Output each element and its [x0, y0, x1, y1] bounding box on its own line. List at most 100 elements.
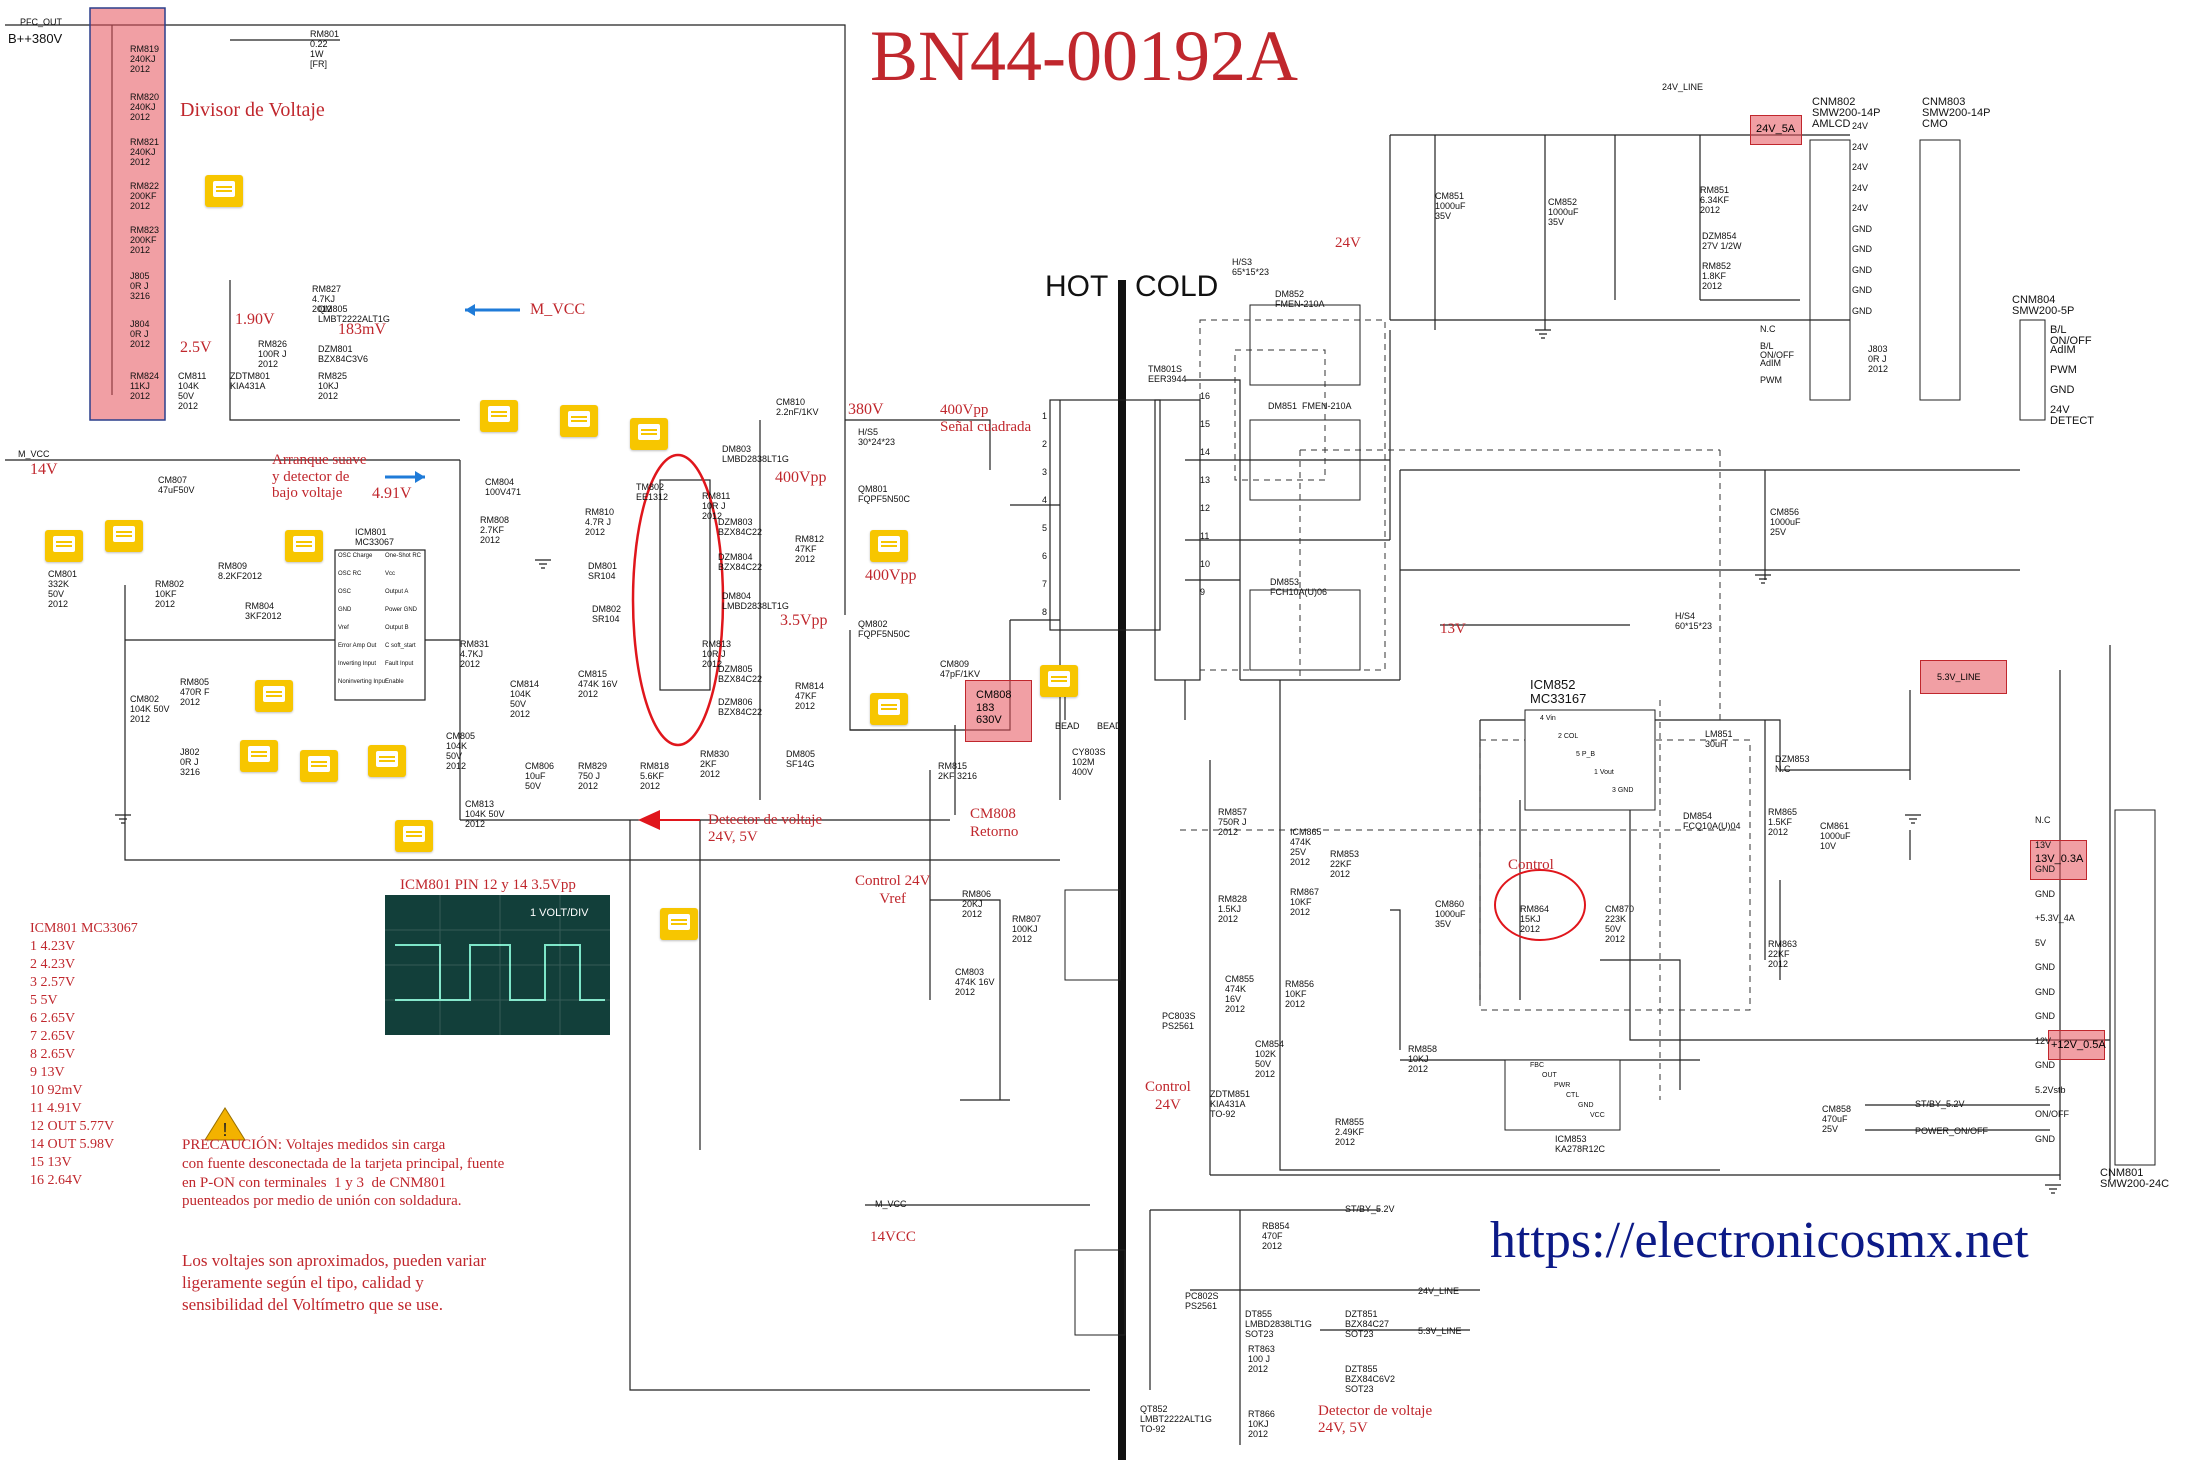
- hot-label: HOT: [1045, 270, 1109, 303]
- cnm802-pin: 24V: [1852, 162, 1869, 172]
- website-link[interactable]: https://electronicosmx.net: [1490, 1212, 2029, 1269]
- highlight-12v: +12V_0.5A: [2048, 1030, 2106, 1060]
- tm801-pin: 8: [1042, 607, 1048, 617]
- cnm801-pin: 5V: [2035, 937, 2047, 948]
- tm801-pin: 15: [1200, 419, 1211, 429]
- label-dm854: DM854 FCQ10A(U)04: [1683, 811, 1741, 831]
- label-rm805: RM805 470R F 2012: [180, 677, 210, 707]
- icm852-pin: 4 Vin: [1540, 715, 1556, 722]
- icm801-pin: Enable: [385, 679, 404, 685]
- label-zdtm851: ZDTM851 KIA431A TO-92: [1210, 1089, 1251, 1119]
- annotation-183mv: 183mV: [338, 321, 386, 338]
- label-cm804: CM804 100V471: [485, 477, 522, 497]
- note-icon[interactable]: [205, 175, 243, 207]
- label-cy803s: CY803S 102M 400V: [1072, 747, 1106, 777]
- label-dzm803: DZM803 BZX84C22: [718, 517, 763, 537]
- annotation-400vpp-b: 400Vpp: [865, 567, 917, 584]
- tm801-pin: 6: [1042, 551, 1048, 561]
- label-rm802: RM802 10KF 2012: [155, 579, 185, 609]
- label-cm814: CM814 104K 50V 2012: [510, 679, 540, 719]
- tm801-pin: 11: [1200, 531, 1210, 541]
- label-lm851: LM851 30uH: [1705, 729, 1733, 749]
- annotation-14vcc: 14VCC: [870, 1229, 916, 1245]
- note-icon[interactable]: [660, 908, 698, 940]
- note-icon[interactable]: [255, 680, 293, 712]
- tm801-pin: 14: [1200, 447, 1211, 457]
- label-rm824: RM824 11KJ 2012: [130, 371, 160, 401]
- note-icon[interactable]: [105, 520, 143, 552]
- note-icon[interactable]: [300, 750, 338, 782]
- cnm802-pin: GND: [1852, 244, 1872, 254]
- note-icon[interactable]: [480, 400, 518, 432]
- note-icon[interactable]: [240, 740, 278, 772]
- note-icon[interactable]: [560, 405, 598, 437]
- pin-voltage-item: 3 2.57V: [30, 975, 76, 990]
- cnm804-pin: AdIM: [2050, 344, 2076, 356]
- cnm802-pin: GND: [1852, 305, 1872, 316]
- note-icon[interactable]: [395, 820, 433, 852]
- label-rm818: RM818 5.6KF 2012: [640, 761, 670, 791]
- icm801-pin: OSC Charge: [338, 553, 373, 559]
- label-cm806: CM806 10uF 50V: [525, 761, 555, 791]
- pin-voltage-item: 15 13V: [30, 1155, 72, 1170]
- note-icon[interactable]: [1040, 665, 1078, 697]
- label-cm815: CM815 474K 16V 2012: [578, 669, 618, 699]
- label-power-onoff: POWER_ON/OFF: [1915, 1126, 1989, 1136]
- label-cm860: CM860 1000uF 35V: [1435, 899, 1466, 929]
- label-qm802: QM802 FQPF5N50C: [858, 619, 911, 639]
- highlight-13v: 13V_0.3A: [2030, 840, 2087, 880]
- label-cm861: CM861 1000uF 10V: [1820, 821, 1851, 851]
- label-j802: J802 0R J 3216: [180, 747, 201, 777]
- annotation-detector-2: Detector de voltaje 24V, 5V: [1318, 1403, 1433, 1437]
- note-icon[interactable]: [368, 745, 406, 777]
- label-rm853: RM853 22KF 2012: [1330, 849, 1360, 879]
- icm801-pin: Fault Input: [385, 661, 414, 667]
- label-mvcc-net: M_VCC: [18, 449, 50, 459]
- label-rm865: RM865 1.5KF 2012: [1768, 807, 1798, 837]
- label-rb854: RB854 470F 2012: [1262, 1221, 1290, 1251]
- label-pfc: PFC_OUT: [20, 17, 63, 27]
- note-icon[interactable]: [870, 693, 908, 725]
- label-rm819: RM819 240KJ 2012: [130, 44, 160, 74]
- label-rm820: RM820 240KJ 2012: [130, 92, 160, 122]
- label-rm858: RM858 10KJ 2012: [1408, 1044, 1438, 1074]
- pin-voltage-item: 5 5V: [30, 993, 58, 1008]
- label-rm813: RM813 10R J 2012: [702, 639, 732, 669]
- aproximado-note: Los voltajes son aproximados, pueden var…: [182, 1251, 487, 1315]
- icm801-pin: Error Amp Out: [338, 643, 377, 649]
- icm801-pin: OSC: [338, 589, 352, 595]
- icm852-pin: 3 GND: [1612, 787, 1634, 794]
- label-rm855: RM855 2.49KF 2012: [1335, 1117, 1365, 1147]
- scope-scale: 1 VOLT/DIV: [530, 907, 589, 919]
- cnm802-side-label: B/L ON/OFF: [1760, 341, 1794, 360]
- icm853-pin: VCC: [1590, 1112, 1605, 1119]
- annotation-400vpp-square: 400Vpp Señal cuadrada: [940, 402, 1032, 436]
- cold-label: COLD: [1135, 270, 1219, 303]
- label-rm810: RM810 4.7R J 2012: [585, 507, 615, 537]
- label-rm864: RM864 15KJ 2012: [1520, 904, 1550, 934]
- label-line24: 24V_LINE: [1662, 82, 1704, 92]
- label-dzt851: DZT851 BZX84C27 SOT23: [1345, 1309, 1390, 1339]
- label-cm803: CM803 474K 16V 2012: [955, 967, 995, 997]
- note-icon[interactable]: [45, 530, 83, 562]
- cnm801-pin: GND: [2035, 962, 2055, 972]
- note-icon[interactable]: [870, 530, 908, 562]
- label-dm851: DM851 FMEN-210A: [1268, 401, 1352, 411]
- annotation-400vpp-a: 400Vpp: [775, 469, 827, 486]
- cnm802-pin: GND: [1852, 264, 1872, 275]
- icm801-pin: Power GND: [385, 607, 418, 613]
- note-icon[interactable]: [630, 418, 668, 450]
- icm801-pin: One-Shot RC: [385, 553, 422, 559]
- cnm802-pin: 24V: [1852, 141, 1869, 152]
- label-line24-b: 24V_LINE: [1418, 1286, 1460, 1296]
- annotation-24v: 24V: [1335, 235, 1361, 251]
- label-cm801: CM801 332K 50V 2012: [48, 569, 78, 609]
- pin-voltage-item: 10 92mV: [30, 1083, 83, 1098]
- note-icon[interactable]: [285, 530, 323, 562]
- pin-voltage-item: 2 4.23V: [30, 957, 76, 972]
- tm801-pin: 13: [1200, 475, 1211, 485]
- annotation-2-5v: 2.5V: [180, 339, 212, 356]
- icm801-pin: Vcc: [385, 571, 396, 577]
- cnm804-pin: GND: [2050, 384, 2075, 396]
- label-rm863: RM863 22KF 2012: [1768, 939, 1798, 969]
